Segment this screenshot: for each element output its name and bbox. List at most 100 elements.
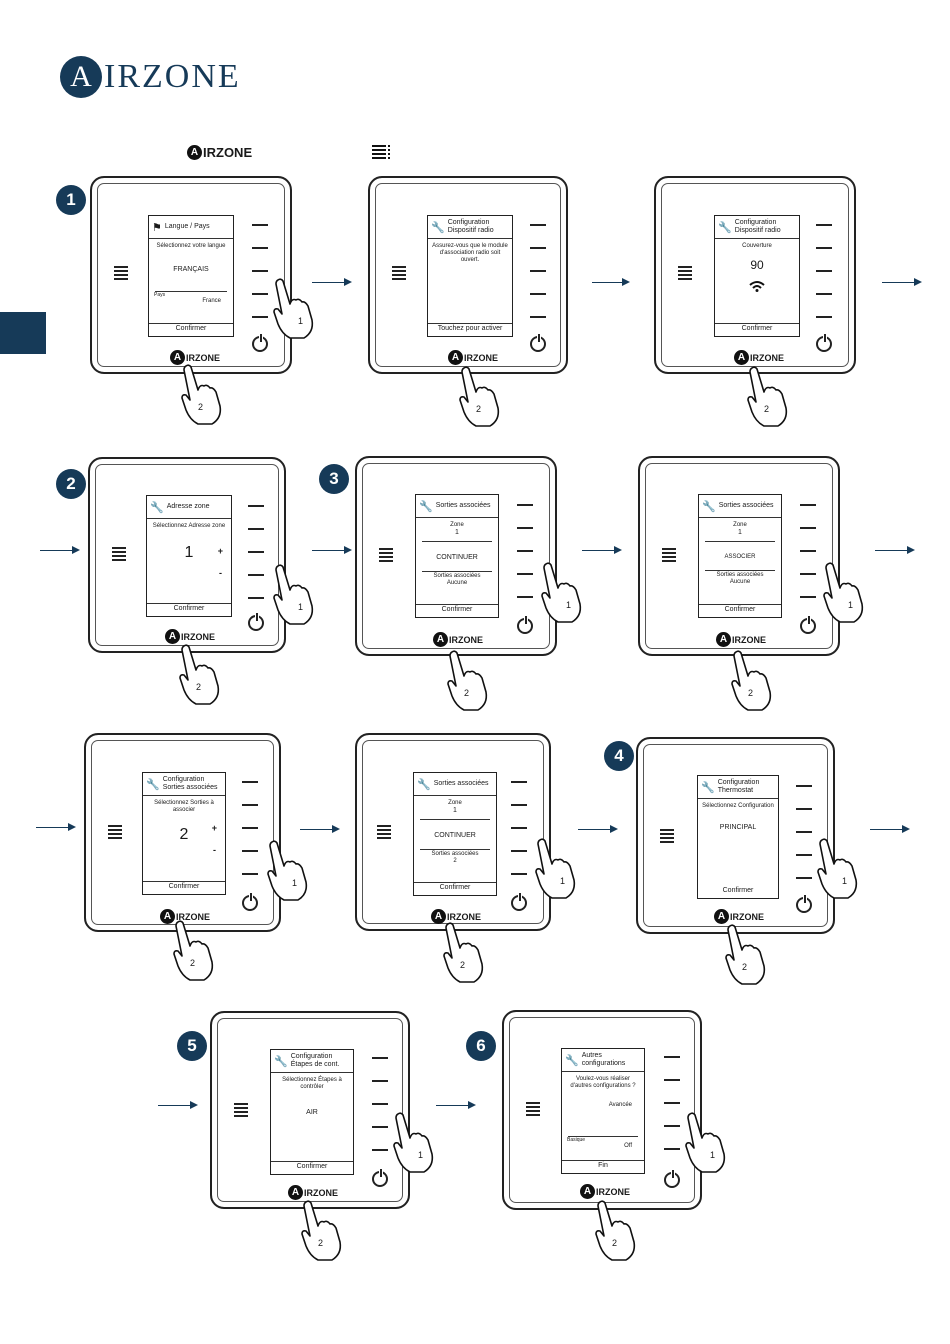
step-badge-6: 6 (466, 1031, 496, 1061)
power-icon[interactable] (248, 613, 264, 631)
flow-arrow (582, 546, 622, 554)
side-keys[interactable] (517, 504, 533, 619)
side-keys[interactable] (816, 224, 832, 339)
menu-icon[interactable] (660, 829, 674, 845)
screen-value[interactable]: FRANÇAIS (173, 266, 209, 273)
pointing-hand-icon: 2 (442, 648, 490, 717)
side-keys[interactable] (800, 504, 816, 619)
row-value[interactable]: France (202, 298, 221, 304)
zone-value: 1 (453, 807, 457, 814)
menu-icon[interactable] (108, 825, 122, 841)
pointing-hand-icon: 2 (174, 642, 222, 711)
screen-title: Autres configurations (581, 1052, 626, 1067)
confirm-button[interactable]: Confirmer (715, 323, 799, 332)
side-keys[interactable] (664, 1056, 680, 1171)
side-keys[interactable] (511, 781, 527, 896)
pointing-hand-icon: 1 (268, 276, 316, 345)
confirm-button[interactable]: Confirmer (149, 323, 233, 332)
thermostat-device-1: ⚑Langue / Pays Sélectionnez votre langue… (90, 176, 292, 374)
thermostat-device-6: 🔧Sorties associées Zone 1 ASSOCIER Sorti… (638, 456, 840, 656)
pointing-hand-icon: 1 (818, 560, 866, 629)
device-screen-5: 🔧Sorties associées Zone 1 CONTINUER Sort… (415, 494, 499, 618)
menu-icon[interactable] (234, 1103, 248, 1119)
power-icon[interactable] (511, 893, 527, 911)
menu-icon[interactable] (678, 266, 692, 282)
flow-arrow (436, 1101, 476, 1109)
minus-button[interactable]: - (219, 568, 222, 578)
minus-button[interactable]: - (213, 845, 216, 855)
screen-title: Configuration Sorties associées (162, 776, 218, 791)
confirm-button[interactable]: Confirmer (271, 1161, 353, 1170)
confirm-button[interactable]: Confirmer (147, 603, 231, 612)
confirm-button[interactable]: Confirmer (699, 604, 781, 613)
side-keys[interactable] (530, 224, 546, 339)
row-label: Pays (154, 292, 166, 298)
confirm-button[interactable]: Confirmer (143, 881, 225, 890)
wrench-icon: 🔧 (718, 221, 732, 234)
power-icon[interactable] (530, 334, 546, 352)
selected-option[interactable]: CONTINUER (434, 832, 476, 839)
screen-subtitle: Assurez-vous que le module d'association… (432, 243, 508, 263)
confirm-button[interactable]: Confirmer (722, 887, 754, 894)
flow-arrow (300, 825, 340, 833)
power-icon[interactable] (816, 334, 832, 352)
screen-title: Sorties associées (433, 780, 489, 787)
screen-title: Configuration Thermostat (717, 779, 760, 794)
power-icon[interactable] (242, 893, 258, 911)
row-value[interactable]: Off (624, 1143, 632, 1149)
mini-logo-icon: A (187, 145, 202, 160)
pointing-hand-icon: 2 (742, 364, 790, 433)
plus-button[interactable]: + (211, 823, 217, 833)
selected-option[interactable]: ASSOCIER (724, 554, 756, 560)
hand-number-label: 1 (292, 878, 298, 888)
menu-icon[interactable] (112, 547, 126, 563)
power-icon[interactable] (372, 1169, 388, 1187)
power-icon[interactable] (796, 895, 812, 913)
zone-value: 1 (455, 529, 459, 536)
hand-number-label: 2 (476, 404, 482, 414)
menu-list-icon (372, 144, 392, 165)
wrench-icon: 🔧 (565, 1054, 579, 1067)
thermostat-device-11: 🔧Autres configurations Voulez-vous réali… (502, 1010, 702, 1210)
menu-icon[interactable] (379, 548, 393, 564)
confirm-button[interactable]: Confirmer (414, 882, 496, 891)
pointing-hand-icon: 2 (726, 648, 774, 717)
confirm-button[interactable]: Confirmer (416, 604, 498, 613)
airzone-logo: A IRZONE (60, 56, 241, 98)
power-icon[interactable] (252, 334, 268, 352)
selected-option[interactable]: AIR (306, 1109, 318, 1116)
power-icon[interactable] (517, 616, 533, 634)
side-keys[interactable] (242, 781, 258, 896)
power-icon[interactable] (664, 1170, 680, 1188)
side-keys[interactable] (252, 224, 268, 339)
menu-icon[interactable] (114, 266, 128, 282)
device-screen-2: 🔧Configuration Dispositif radio Assurez-… (427, 215, 513, 337)
step-badge-2: 2 (56, 469, 86, 499)
side-keys[interactable] (372, 1057, 388, 1172)
thermostat-device-8: 🔧Sorties associées Zone 1 CONTINUER Sort… (355, 733, 551, 931)
plus-button[interactable]: + (217, 546, 223, 556)
device-screen-7: 🔧Configuration Sorties associées Sélecti… (142, 772, 226, 895)
side-keys[interactable] (248, 505, 264, 620)
wrench-icon: 🔧 (701, 781, 715, 794)
logo-text: IRZONE (104, 58, 241, 95)
screen-subtitle: Couverture (742, 243, 772, 249)
outputs-value: 2 (179, 826, 189, 843)
wrench-icon: 🔧 (431, 221, 445, 234)
selected-option[interactable]: CONTINUER (436, 554, 478, 561)
power-icon[interactable] (800, 616, 816, 634)
menu-icon[interactable] (662, 548, 676, 564)
menu-icon[interactable] (377, 825, 391, 841)
finish-button[interactable]: Fin (562, 1160, 644, 1169)
activate-button[interactable]: Touchez pour activer (428, 323, 512, 332)
selected-option[interactable]: PRINCIPAL (719, 824, 757, 831)
zone-value: 1 (184, 544, 194, 561)
menu-icon[interactable] (526, 1102, 540, 1118)
menu-icon[interactable] (392, 266, 406, 282)
flow-arrow (882, 278, 922, 286)
side-keys[interactable] (796, 785, 812, 900)
advanced-option[interactable]: Avancée (608, 1102, 632, 1108)
